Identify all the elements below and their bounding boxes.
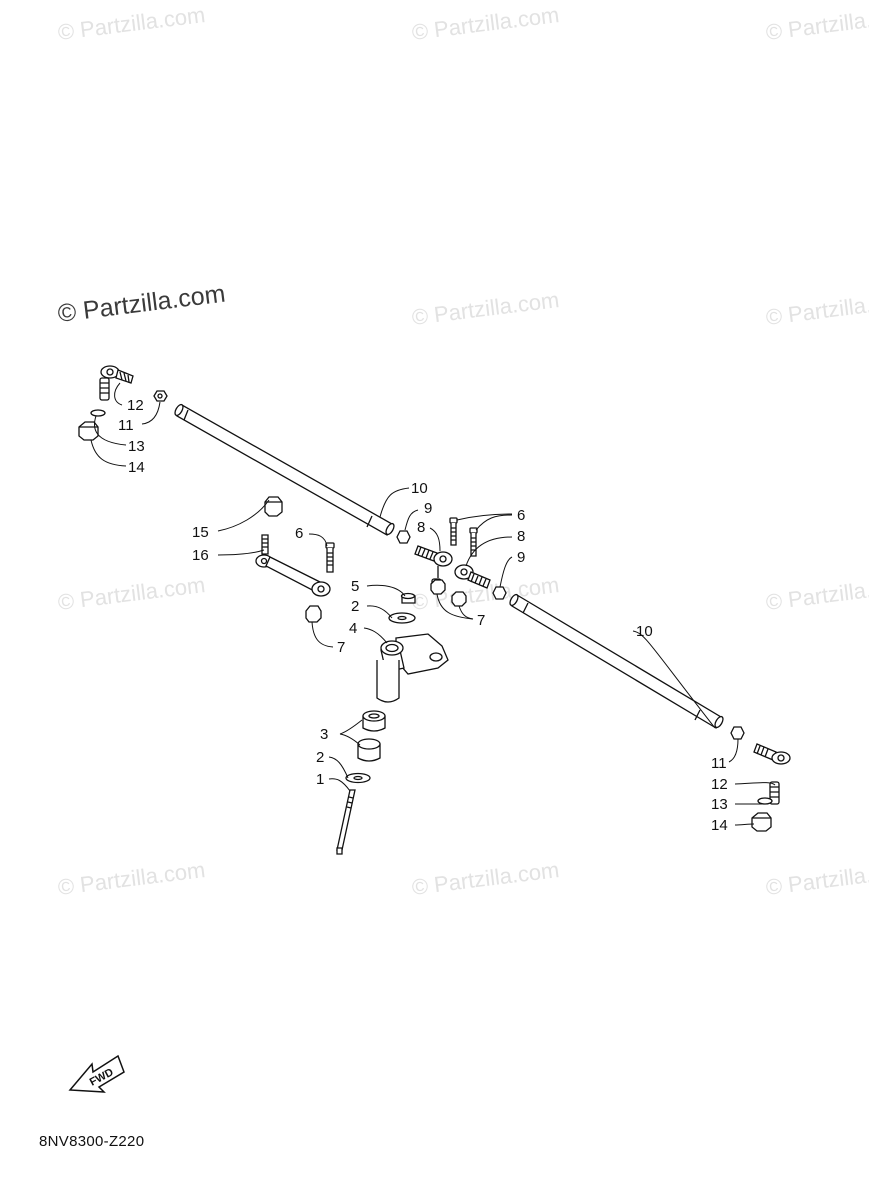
callout-12: 12 — [127, 397, 144, 414]
nut-right-14 — [751, 812, 772, 832]
callout-14: 14 — [711, 817, 728, 834]
callout-10: 10 — [636, 623, 653, 640]
relay-arm-16 — [255, 554, 331, 597]
callout-11: 11 — [118, 417, 134, 434]
tie-rod-left — [174, 403, 395, 536]
bolt-6b — [469, 527, 478, 557]
callout-16: 16 — [192, 547, 209, 564]
washer-2a-hole — [397, 615, 407, 621]
nut-7b — [451, 591, 467, 607]
leader-lines — [90, 382, 776, 826]
callout-7: 7 — [477, 612, 485, 629]
callout-5: 5 — [351, 578, 359, 595]
callout-9: 9 — [517, 549, 525, 566]
locknut-left-11 — [153, 390, 168, 402]
bolt-6a — [449, 517, 458, 546]
nut-left-14 — [78, 421, 99, 441]
callout-9: 9 — [424, 500, 432, 517]
callout-7: 7 — [337, 639, 345, 656]
callout-2: 2 — [316, 749, 324, 766]
tie-rod-end-right — [753, 743, 791, 805]
callout-3: 3 — [320, 726, 328, 743]
callout-8: 8 — [517, 528, 525, 545]
callout-4: 4 — [349, 620, 357, 637]
callout-12: 12 — [711, 776, 728, 793]
locknut-9b — [492, 586, 507, 600]
callout-2: 2 — [351, 598, 359, 615]
callout-11: 11 — [711, 755, 727, 772]
diagram-code: 8NV8300-Z220 — [39, 1133, 145, 1150]
nut-7c — [305, 605, 322, 623]
bushing-3 — [357, 710, 386, 762]
rod-end-8b — [454, 564, 491, 589]
callout-13: 13 — [128, 438, 145, 455]
nut-15 — [264, 496, 283, 517]
pitman-bracket-4 — [376, 633, 449, 703]
long-bolt-1 — [336, 789, 356, 855]
callout-15: 15 — [192, 524, 209, 541]
locknut-9a — [396, 530, 411, 544]
callout-14: 14 — [128, 459, 145, 476]
collar-5 — [400, 592, 416, 604]
callout-6: 6 — [295, 525, 303, 542]
nut-7a — [430, 579, 446, 595]
stud-16 — [261, 534, 269, 555]
callout-10: 10 — [411, 480, 428, 497]
tie-rod-right — [509, 593, 724, 729]
washer-left-13 — [90, 409, 106, 417]
locknut-11b — [730, 726, 745, 740]
bolt-6c — [325, 542, 335, 573]
tie-rod-end-left — [99, 365, 134, 401]
callout-labels: 12 11 13 14 10 9 8 6 8 9 7 15 16 6 7 5 2… — [118, 397, 728, 834]
callout-13: 13 — [711, 796, 728, 813]
callout-1: 1 — [316, 771, 324, 788]
callout-8: 8 — [417, 519, 425, 536]
fwd-arrow: FWD — [68, 1054, 125, 1093]
washer-right-13 — [757, 797, 773, 805]
washer-2b-hole — [353, 775, 363, 781]
callout-6: 6 — [517, 507, 525, 524]
